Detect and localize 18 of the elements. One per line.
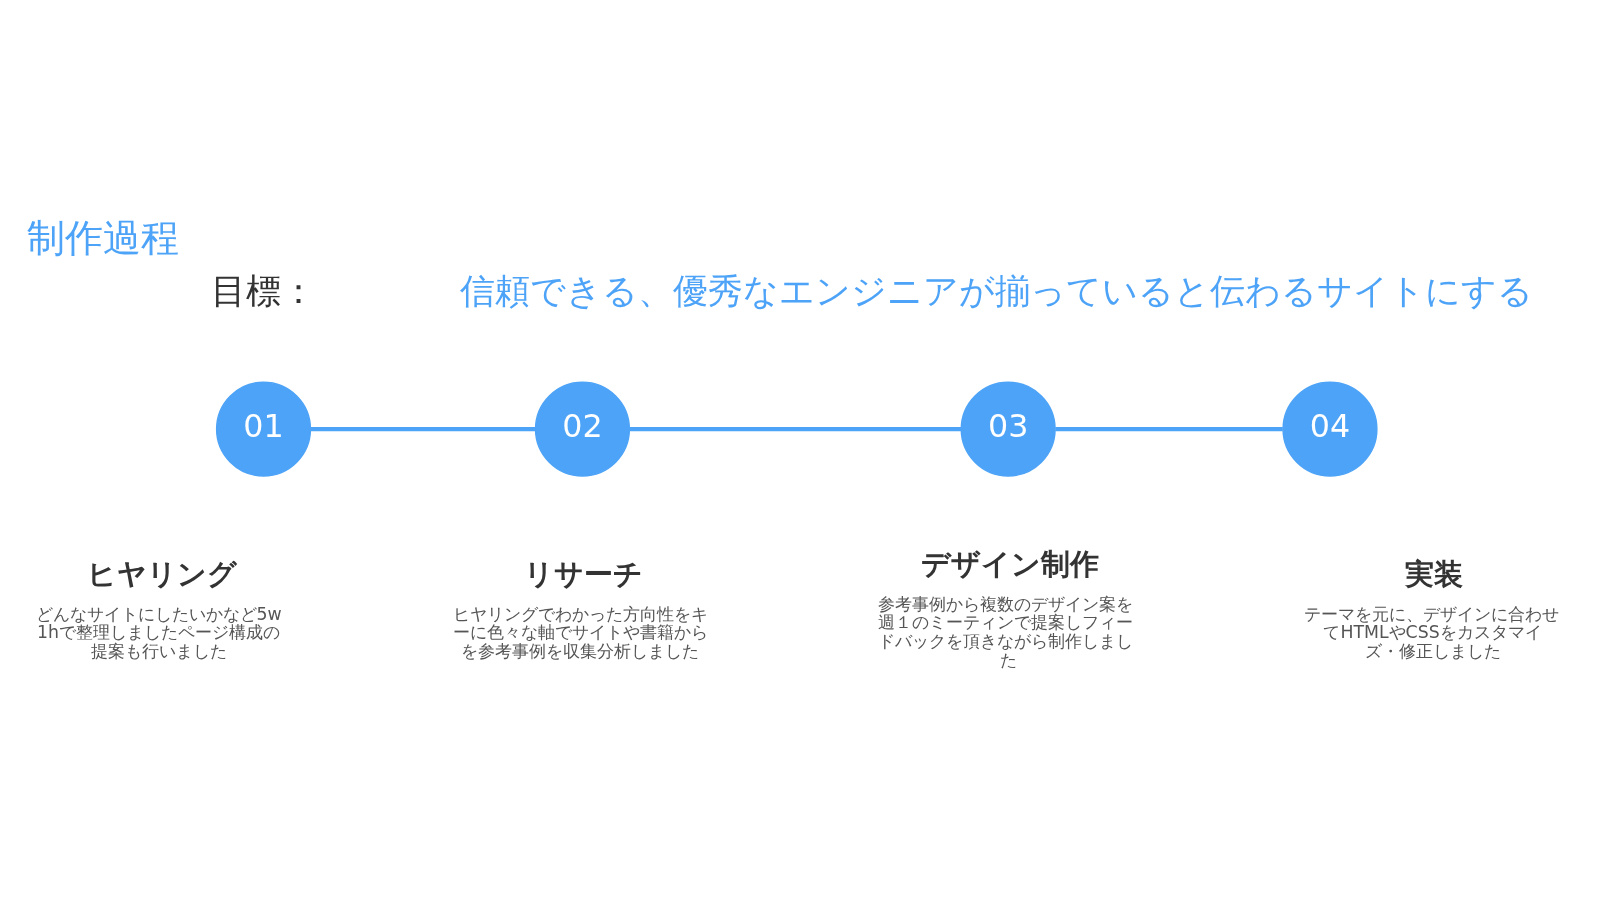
node-circle: 04 <box>1282 381 1378 477</box>
node-circle: 02 <box>534 381 631 477</box>
node-label: テーマを元に、デザインに合わせてHTMLやCSSをカスタマイズ・修正しました <box>1304 603 1560 662</box>
node-label: ヒヤリングでわかった方向性をキーに色々な軸でサイトや書籍からを参考事例を収集分析しました <box>452 603 708 662</box>
connector <box>310 426 536 432</box>
node-label: ヒヤリング <box>87 557 238 592</box>
node-label: 実装 <box>1405 557 1464 592</box>
label: 信頼できる、優秀なエンジニアが揃っていると伝わるサイトにする <box>460 271 1534 312</box>
node-circle: 01 <box>215 381 312 477</box>
connector <box>1055 426 1283 432</box>
node-label: デザイン制作 <box>920 547 1099 582</box>
label: 目標： <box>211 271 317 312</box>
node-label: 参考事例から複数のデザイン案を週１のミーティンで提案しフィードバックを頂きながら制作しました <box>878 593 1134 670</box>
node-label: リサーチ <box>524 557 643 592</box>
node-circle: 03 <box>960 381 1056 477</box>
connector <box>629 426 962 432</box>
diagram-title: 制作過程 <box>27 215 180 260</box>
node-label: どんなサイトにしたいかなど5w1hで整理しましたページ構成の提案も行いました <box>35 603 282 662</box>
